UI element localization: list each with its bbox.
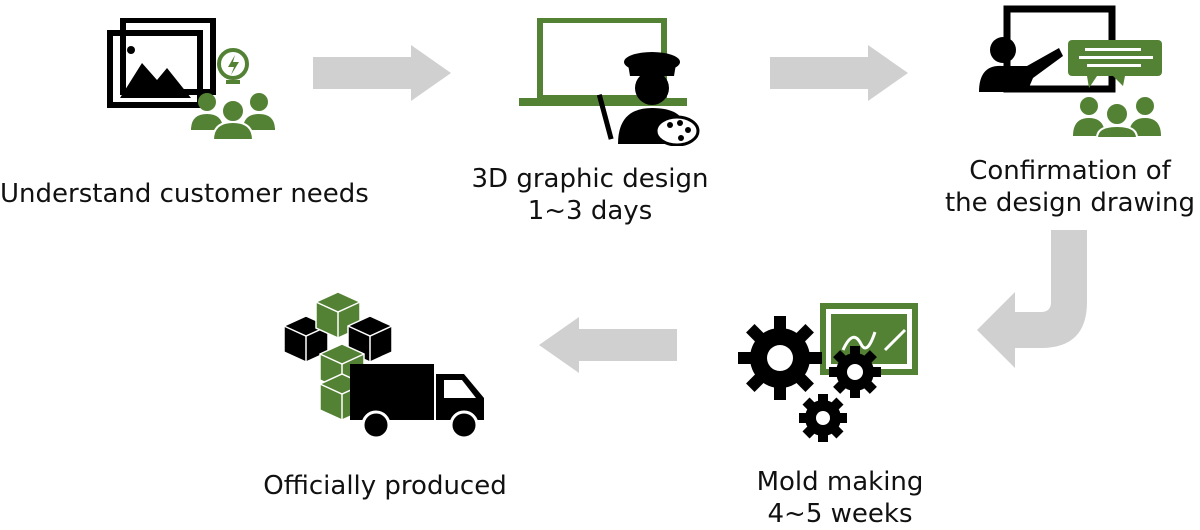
step5-label-line1: Officially produced — [263, 471, 507, 501]
gears-board-icon — [738, 303, 918, 442]
step2-label: 3D graphic design 1~3 days — [440, 163, 740, 227]
step4-label: Mold making 4~5 weeks — [720, 466, 960, 530]
step5-label: Officially produced — [240, 470, 530, 502]
laptop-artist-icon — [519, 18, 700, 146]
arrow-step2-to-step3 — [770, 45, 908, 101]
boxes-truck-icon — [283, 291, 484, 440]
step1-label-line1: Understand customer needs — [0, 179, 369, 209]
step2-label-line2: 1~3 days — [527, 196, 653, 226]
arrow-step1-to-step2 — [313, 45, 451, 101]
step3-label-line2: the design drawing — [944, 188, 1196, 218]
arrow-step3-to-step4 — [977, 230, 1087, 368]
presentation-team-icon — [979, 5, 1162, 139]
step4-label-line1: Mold making — [756, 467, 924, 497]
step4-label-line2: 4~5 weeks — [767, 499, 913, 529]
step3-label-line1: Confirmation of — [969, 156, 1171, 186]
step1-label: Understand customer needs — [0, 178, 369, 210]
step2-label-line1: 3D graphic design — [471, 164, 709, 194]
step3-label: Confirmation of the design drawing — [940, 155, 1200, 219]
image-idea-team-icon — [107, 18, 275, 141]
arrow-step4-to-step5 — [539, 317, 677, 373]
